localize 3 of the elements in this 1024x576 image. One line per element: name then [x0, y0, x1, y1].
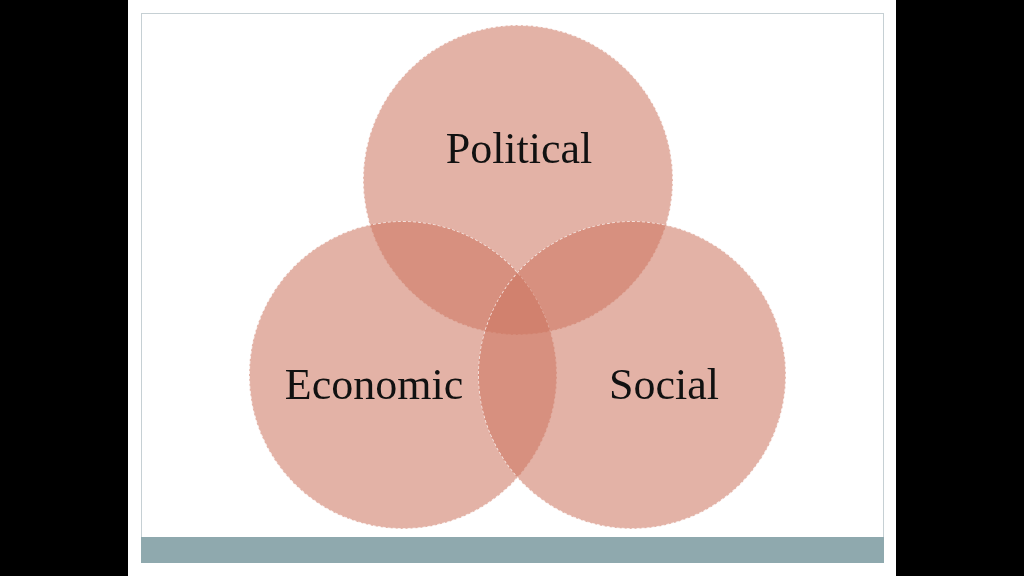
circle-label: Social: [609, 363, 719, 407]
circle-label: Political: [445, 127, 593, 171]
circle-label: Economic: [284, 363, 464, 407]
